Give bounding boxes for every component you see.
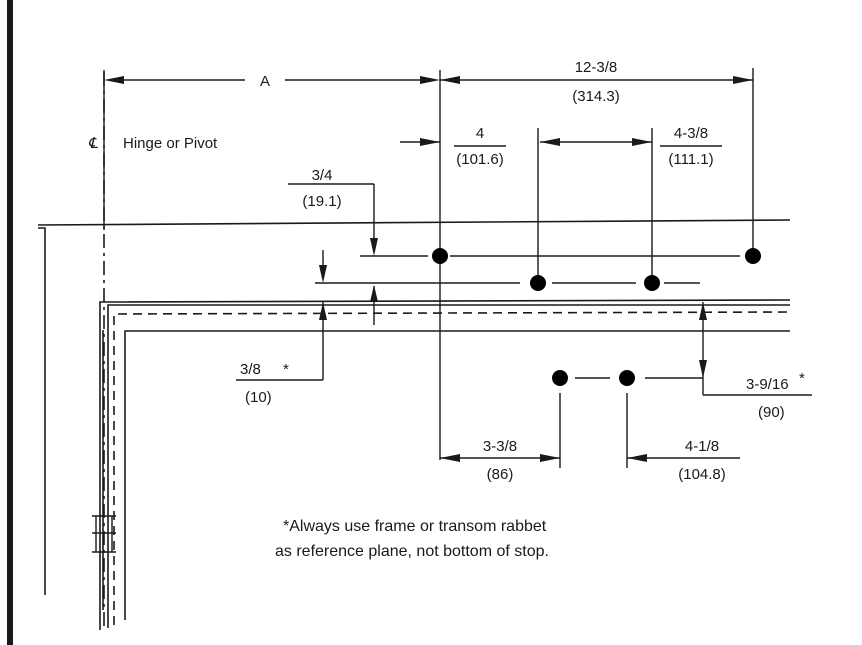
overall-in: 12-3/8 — [575, 59, 618, 76]
dim-top-offset: 3/4 (19.1) — [288, 167, 740, 325]
face-line — [124, 330, 790, 620]
dim-rabbet-offset: 3/8 * (10) — [236, 302, 327, 406]
spacing-left-mm: (101.6) — [456, 151, 504, 168]
outer-frame-line — [38, 227, 46, 595]
frame-outline — [37, 72, 791, 630]
drop-offset-mm: (90) — [758, 404, 785, 421]
spacing-left-in: 4 — [476, 125, 484, 142]
hinge-label: Hinge or Pivot — [123, 135, 218, 152]
dim-lower-right: 4-1/8 (104.8) — [626, 393, 740, 483]
note-line-1: *Always use frame or transom rabbet — [283, 518, 547, 535]
dim-a-label: A — [260, 73, 270, 90]
dim-a: A — [103, 70, 441, 460]
lower-left-in: 3-3/8 — [483, 438, 517, 455]
rabbet-offset-mm: (10) — [245, 389, 272, 406]
dim-overall: 12-3/8 (314.3) — [440, 59, 754, 255]
stop-line — [99, 299, 791, 630]
dim-lower-left: 3-3/8 (86) — [440, 393, 561, 483]
lower-right-in: 4-1/8 — [685, 438, 719, 455]
hinge-label-group: ℄ Hinge or Pivot — [88, 135, 218, 152]
lower-right-mm: (104.8) — [678, 466, 726, 483]
note-line-2: as reference plane, not bottom of stop. — [275, 543, 549, 560]
overall-mm: (314.3) — [572, 88, 620, 105]
rabbet-offset-in: 3/8 — [240, 361, 261, 378]
rabbet-offset-mark: * — [283, 361, 289, 378]
drop-offset-in: 3-9/16 — [746, 376, 789, 393]
stop-line-inner — [107, 304, 790, 628]
top-frame-line — [37, 219, 791, 226]
dim-drop-offset: 3-9/16 * (90) — [575, 302, 812, 421]
mounting-holes — [427, 243, 766, 391]
top-offset-mm: (19.1) — [302, 193, 341, 210]
hinge-knuckle-icon — [92, 515, 116, 553]
lower-left-mm: (86) — [487, 466, 514, 483]
crosshair-circle-icon — [547, 365, 573, 391]
hinge-symbols — [92, 515, 116, 553]
top-offset-in: 3/4 — [312, 167, 333, 184]
spacing-right-in: 4-3/8 — [674, 125, 708, 142]
crosshair-circle-icon — [614, 365, 640, 391]
drop-offset-mark: * — [799, 370, 805, 387]
dim-hole-spacing: 4 (101.6) 4-3/8 (111.1) — [400, 125, 722, 290]
reference-note: *Always use frame or transom rabbet as r… — [275, 518, 549, 560]
spacing-right-mm: (111.1) — [668, 151, 713, 168]
centerline-symbol-icon: ℄ — [88, 135, 98, 152]
